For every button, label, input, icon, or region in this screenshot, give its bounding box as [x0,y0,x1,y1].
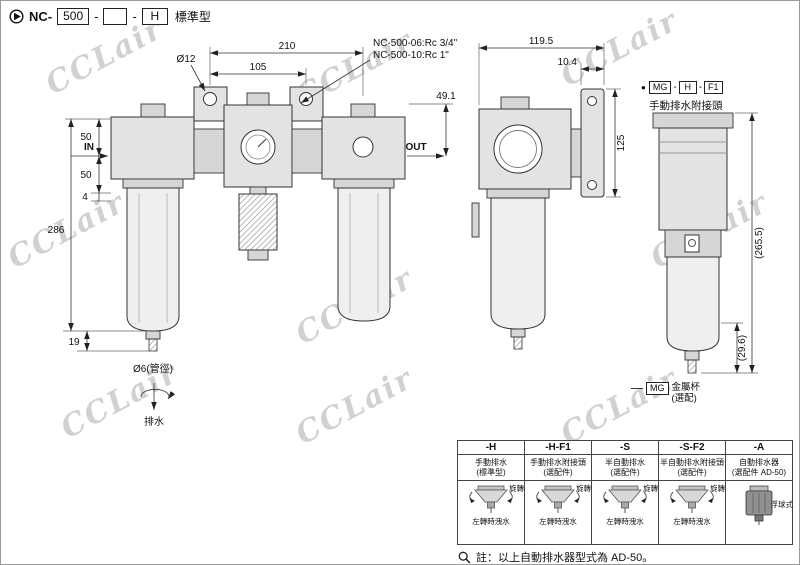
dim-49-1-label: 49.1 [436,91,456,102]
lubricator-unit [321,116,406,322]
code-separator: - [132,9,137,24]
port-note-1: NC-500-06:Rc 3/4" [373,38,458,49]
option-box-h: H [678,81,697,94]
port-note-2: NC-500-10:Rc 1" [373,50,449,61]
col-desc: 手動排水(標準型) [457,454,525,481]
col-desc: 自動排水器(選配件 AD-50) [725,454,793,481]
front-dimensions: 210 105 Ø12 IN OUT 49.1 50 50 4 286 [48,38,458,428]
dim-50b-label: 50 [80,170,92,181]
manual-drain-icon [469,485,513,513]
model-type-box: H [141,8,168,25]
option-dimensions: (265.5) (29.6) [701,112,765,374]
drain-illustration: 旋轉 左轉時洩水 [524,480,592,545]
mg-label: 金屬杯 (選配) [671,382,701,405]
semi-auto-drain-icon [670,485,714,513]
manual-drain-icon [536,485,580,513]
drain-illustration: 浮球式 [725,480,793,545]
col-desc: 半自動排水(選配件) [591,454,659,481]
mg-code-box: MG [646,382,669,395]
drain-illustration: 旋轉 左轉時洩水 [457,480,525,545]
model-size-box: 500 [57,8,90,25]
drain-label: 排水 [144,415,164,428]
option-view [652,112,734,374]
option-code-line: ● MG - H - F1 [641,81,723,94]
drain-cock [145,330,161,340]
drain-cock [510,328,526,338]
option-label: 手動排水附接頭 [649,100,723,112]
option-box-f1: F1 [704,81,723,94]
magnifier-icon [458,551,471,564]
dim-19-label: 19 [68,337,80,348]
drain-type-table: -H -H-F1 -S -S-F2 -A 手動排水(標準型) 手動排水附接頭(選… [457,440,793,545]
regulator-top-plug [246,92,270,106]
filter-unit [110,116,195,352]
col-code-hf1: -H-F1 [524,440,592,455]
col-code-a: -A [725,440,793,455]
footer-note: 註：以上自動排水器型式為 AD-50。 [458,549,654,564]
model-prefix: NC- [29,9,53,24]
connector-block-left [193,128,225,174]
semi-auto-drain-icon [603,485,647,513]
drain-window [684,234,700,253]
dim-4-label: 4 [82,192,88,203]
sight-dome [352,136,374,158]
port-opening [493,124,543,174]
mg-option-note: MG 金屬杯 (選配) [631,382,700,405]
dim-tube-label: Ø6(管徑) [133,362,173,375]
dim-119-5-label: 119.5 [529,36,554,47]
model-code-header: NC- 500 - - H 標準型 [9,8,211,25]
side-view [471,88,605,350]
in-label: IN [84,142,94,153]
dim-265-5-label: (265.5) [754,227,765,259]
drain-illustration: 旋轉 左轉時洩水 [591,480,659,545]
code-row: -H -H-F1 -S -S-F2 -A [457,440,793,455]
dim-210-label: 210 [279,41,296,52]
pointer-icon [9,9,24,24]
type-label: 標準型 [174,10,211,24]
auto-drain-icon [745,485,773,525]
drain-cock [684,350,700,361]
drain-illustration: 旋轉 左轉時洩水 [658,480,726,545]
bullet-icon: ● [641,83,646,92]
dim-286-label: 286 [48,225,65,236]
col-code-sf2: -S-F2 [658,440,726,455]
dim-125-label: 125 [616,134,627,151]
option-box-mg: MG [648,81,672,94]
front-view [110,86,406,352]
code-separator: - [673,82,677,93]
desc-row: 手動排水(標準型) 手動排水附接頭(選配件) 半自動排水(選配件) 半自動排水附… [457,454,793,481]
filter-top-plug [140,103,166,118]
col-desc: 半自動排水附接頭(選配件) [658,454,726,481]
code-separator: - [94,9,99,24]
mounting-bracket-left [193,86,228,122]
lubricator-top-plug [350,103,376,118]
leader-line [631,388,643,389]
rotate-arrow [140,389,176,400]
col-desc: 手動排水附接頭(選配件) [524,454,592,481]
connector-block-right [291,128,323,174]
regulator-unit [223,104,293,261]
footer-note-text: 註：以上自動排水器型式為 AD-50。 [476,552,654,564]
col-code-s: -S [591,440,659,455]
adjust-knob [238,193,278,251]
dim-10-4-label: 10.4 [558,57,578,68]
model-option-box [103,8,128,25]
dim-50a-label: 50 [80,132,92,143]
dim-hole-label: Ø12 [177,54,196,65]
side-dimensions: 119.5 10.4 125 [478,36,627,198]
dim-105-label: 105 [250,62,267,73]
dim-29-6-label: (29.6) [737,335,748,361]
code-separator: - [698,82,703,93]
col-code-h: -H [457,440,525,455]
out-label: OUT [405,142,426,153]
illustration-row: 旋轉 左轉時洩水 旋轉 [457,480,793,545]
